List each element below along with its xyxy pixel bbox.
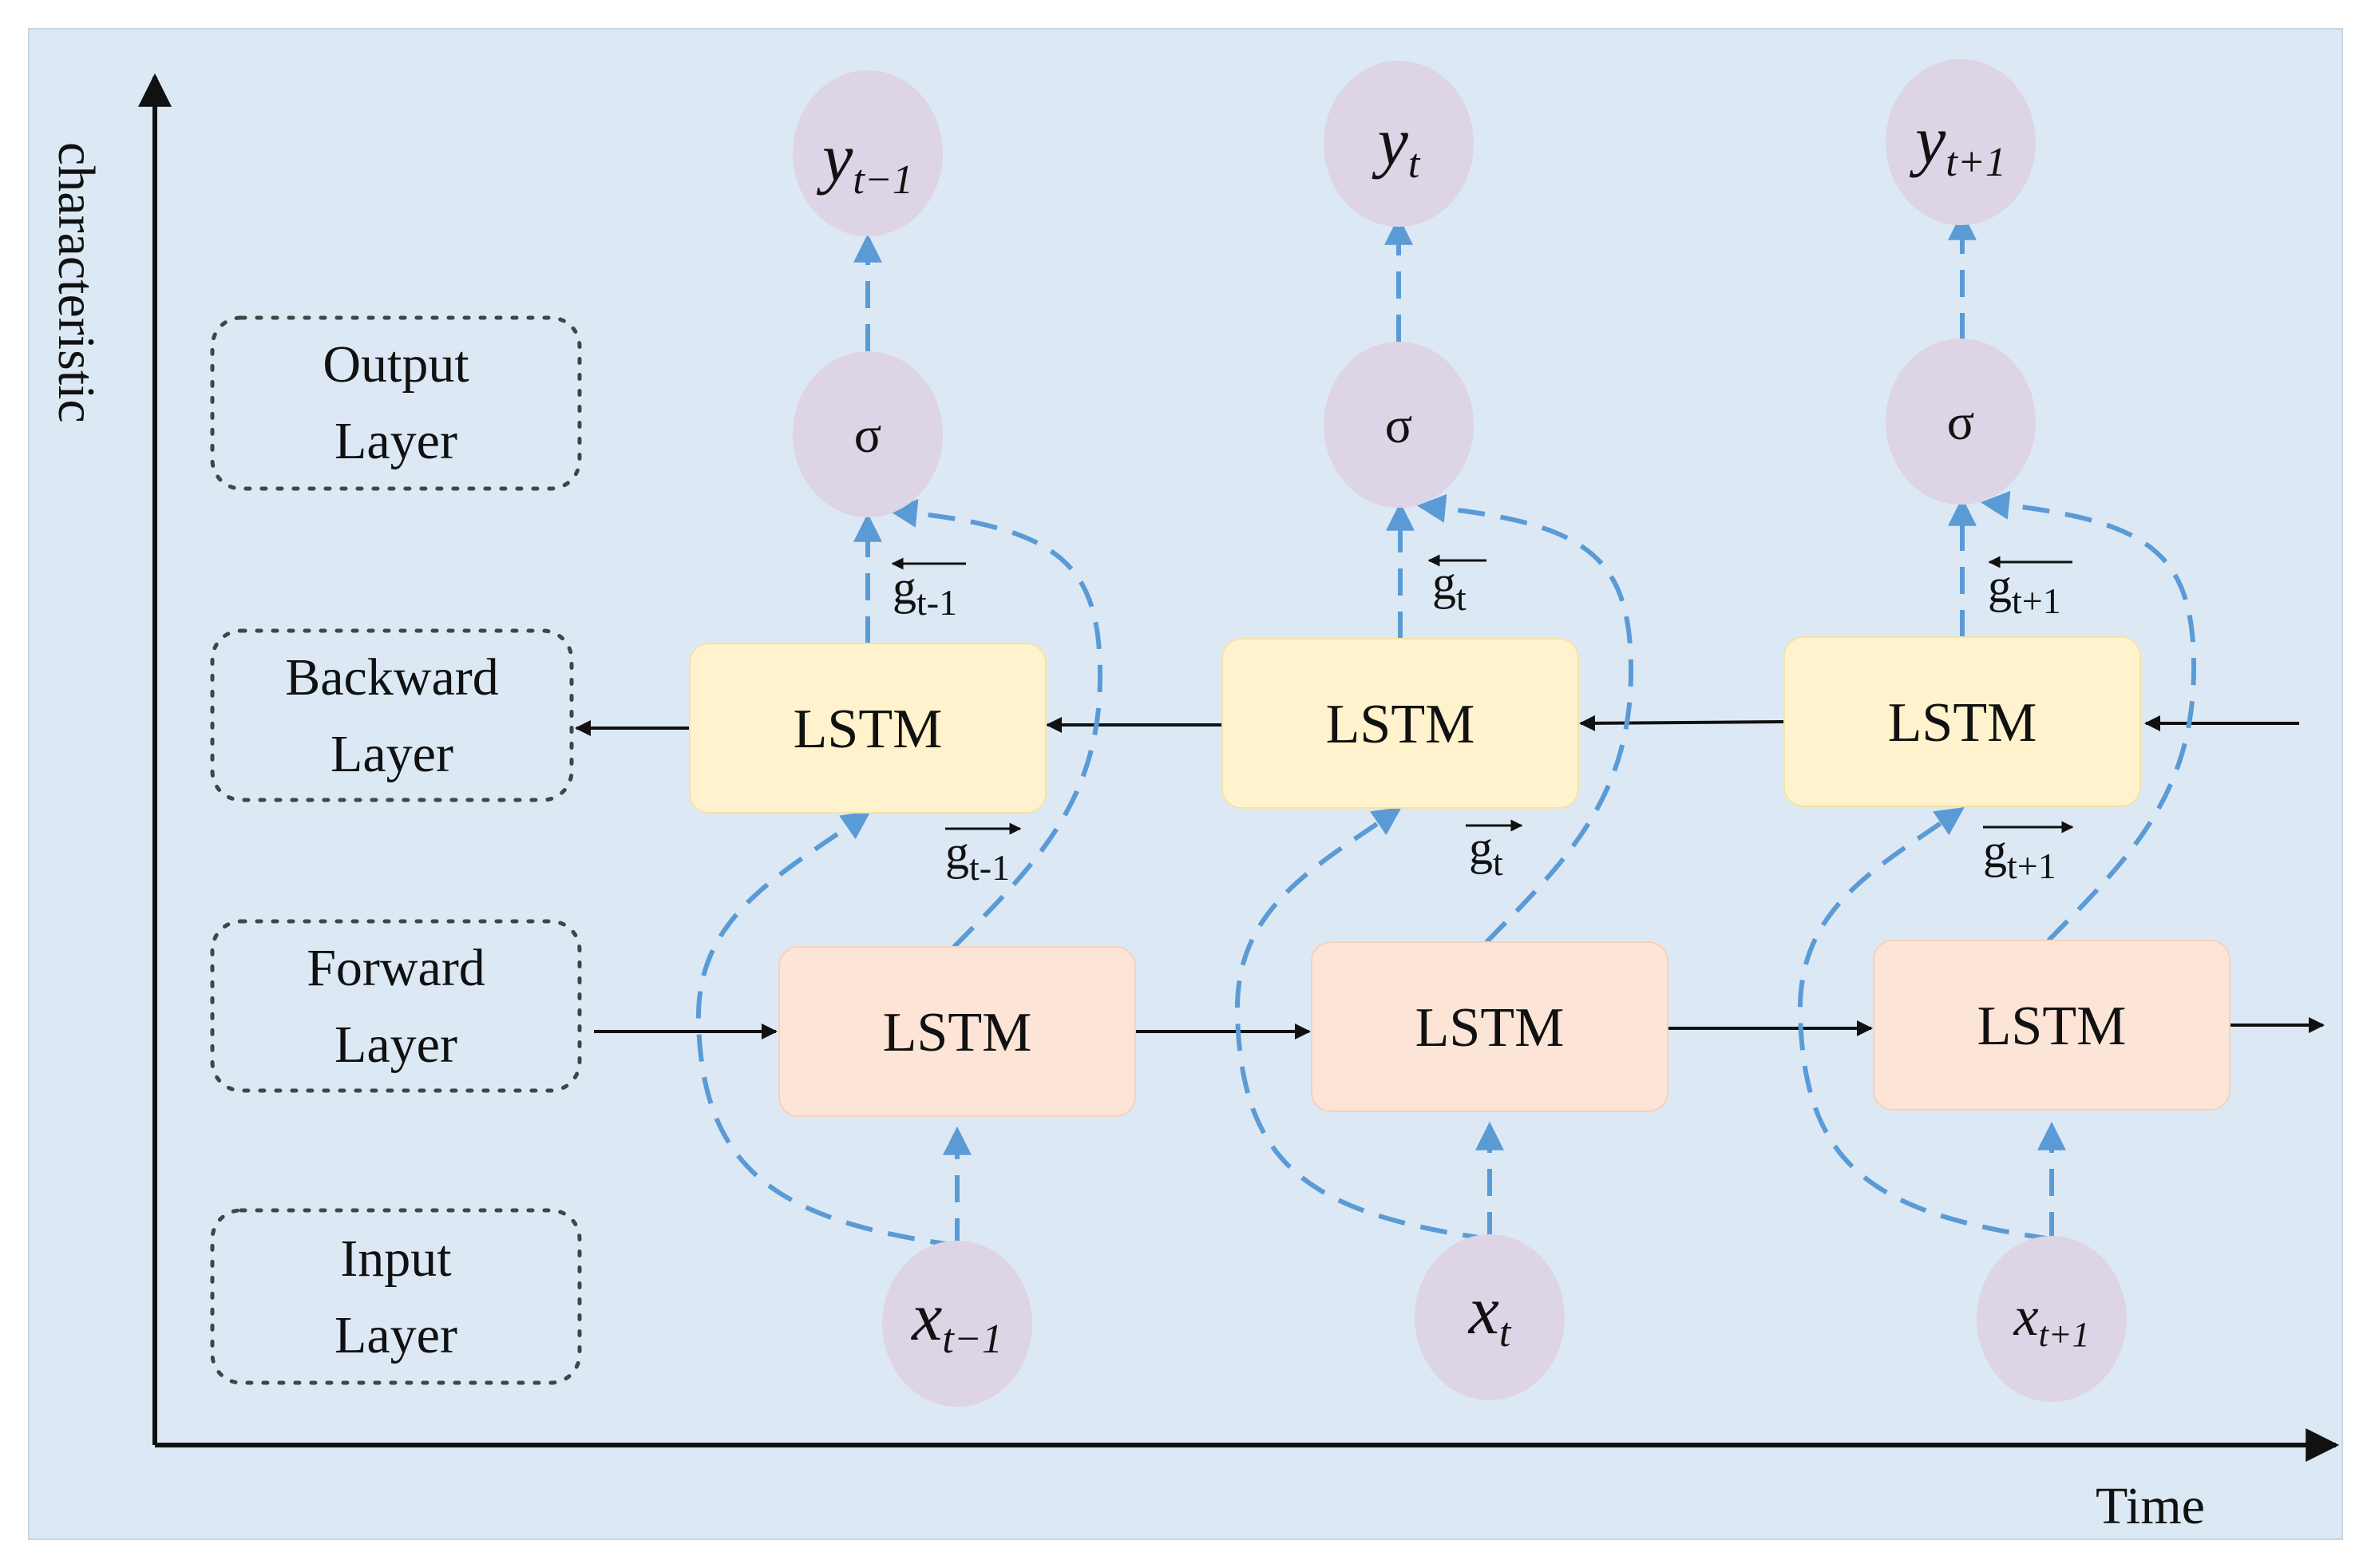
g-fwd-3-symbol: g [1983, 825, 2007, 877]
g-fwd-1-symbol: g [945, 826, 969, 879]
output-node-1 [793, 70, 943, 236]
g-fwd-3-label: gt+1 [1983, 825, 2056, 886]
layer-forward-line2: Layer [334, 1016, 457, 1074]
backward-lstm-1 [689, 643, 1047, 814]
g-back-2-subscript: t [1456, 577, 1467, 618]
layer-output-line1: Output [323, 335, 469, 394]
g-back-1-subscript: t-1 [916, 582, 957, 623]
g-back-3-label: gt+1 [1988, 560, 2061, 621]
g-fwd-2-symbol: g [1469, 822, 1493, 874]
layer-output: Output Layer [210, 315, 582, 491]
dash-fwd-to-sigma-2 [1416, 493, 1634, 944]
dash-x-to-back-2 [1234, 806, 1490, 1241]
input-2-symbol: x [1467, 1272, 1499, 1348]
forward-lstm-1-label: LSTM [883, 1002, 1032, 1063]
step-t-minus-1: LSTM LSTM yt−1 σ xt−1 gt-1 gt-1 [689, 70, 1136, 1407]
forward-lstm-2 [1311, 941, 1668, 1112]
backward-lstm-3 [1783, 636, 2141, 807]
x-axis-label: Time [2096, 1477, 2205, 1535]
dash-fwd-to-sigma-3 [1980, 490, 2197, 943]
input-3-subscript: t+1 [2039, 1315, 2090, 1354]
layer-forward-line1: Forward [307, 939, 485, 997]
g-fwd-2-label: gt [1469, 822, 1503, 883]
g-fwd-1-subscript: t-1 [969, 847, 1010, 888]
layer-backward: Backward Layer [210, 628, 574, 802]
g-back-2-symbol: g [1432, 556, 1456, 609]
input-node-2 [1415, 1234, 1565, 1400]
sigma-node-3 [1886, 339, 2036, 505]
g-fwd-2-subscript: t [1493, 842, 1503, 883]
layer-forward: Forward Layer [210, 919, 582, 1093]
g-back-1-label: gt-1 [893, 561, 957, 623]
g-fwd-1-label: gt-1 [945, 826, 1010, 888]
input-node-2-label: xt [1467, 1272, 1512, 1356]
g-back-3-subscript: t+1 [2012, 580, 2061, 621]
forward-lstm-3 [1873, 940, 2230, 1111]
output-node-2-label: yt [1372, 103, 1421, 187]
backward-lstm-1-label: LSTM [794, 699, 943, 760]
g-back-1-symbol: g [893, 561, 916, 614]
dash-x-to-back-1 [695, 810, 958, 1248]
input-node-3 [1977, 1236, 2127, 1402]
forward-lstm-2-label: LSTM [1415, 997, 1565, 1059]
forward-lstm-1 [778, 946, 1136, 1117]
input-node-1-label: xt−1 [910, 1278, 1003, 1362]
step-t: LSTM LSTM yt σ xt gt gt [1221, 61, 1668, 1400]
output-3-symbol: y [1909, 101, 1946, 178]
output-node-3 [1886, 59, 2036, 225]
input-node-3-label: xt+1 [2013, 1286, 2090, 1354]
sigma-node-3-label: σ [1947, 394, 1975, 450]
sigma-node-2-label: σ [1385, 397, 1413, 453]
input-2-subscript: t [1499, 1310, 1512, 1356]
g-back-3-symbol: g [1988, 560, 2012, 612]
layer-input: Input Layer [210, 1208, 582, 1385]
layer-backward-line2: Layer [331, 725, 453, 783]
sigma-node-1-label: σ [854, 406, 882, 463]
output-3-subscript: t+1 [1945, 140, 2006, 185]
layer-output-line2: Layer [334, 412, 457, 470]
output-2-subscript: t [1408, 141, 1421, 187]
output-node-2 [1324, 61, 1474, 227]
sigma-node-1 [793, 351, 943, 517]
backward-arrow-2 [1579, 715, 1784, 731]
output-node-3-label: yt+1 [1909, 101, 2006, 185]
backward-lstm-2-label: LSTM [1326, 694, 1475, 755]
input-node-1 [882, 1241, 1032, 1407]
input-3-symbol: x [2013, 1286, 2039, 1348]
step-t-plus-1: LSTM LSTM yt+1 σ xt+1 gt+1 gt+1 [1783, 59, 2230, 1402]
y-axis-label: characteristic [47, 142, 105, 423]
output-node-1-label: yt−1 [816, 119, 913, 203]
output-1-symbol: y [816, 119, 853, 196]
output-2-symbol: y [1372, 103, 1409, 180]
g-fwd-3-subscript: t+1 [2007, 845, 2056, 886]
backward-lstm-3-label: LSTM [1888, 692, 2037, 754]
forward-lstm-3-label: LSTM [1977, 996, 2127, 1057]
layer-input-line1: Input [340, 1229, 451, 1288]
dash-fwd-to-sigma-1 [888, 498, 1103, 949]
backward-lstm-2 [1221, 638, 1579, 809]
layer-backward-line1: Backward [285, 648, 499, 707]
output-1-subscript: t−1 [853, 157, 913, 203]
input-1-symbol: x [910, 1278, 942, 1355]
layer-input-line2: Layer [334, 1306, 457, 1364]
dash-x-to-back-3 [1797, 806, 2052, 1241]
sigma-node-2 [1324, 342, 1474, 508]
input-1-subscript: t−1 [942, 1317, 1003, 1362]
